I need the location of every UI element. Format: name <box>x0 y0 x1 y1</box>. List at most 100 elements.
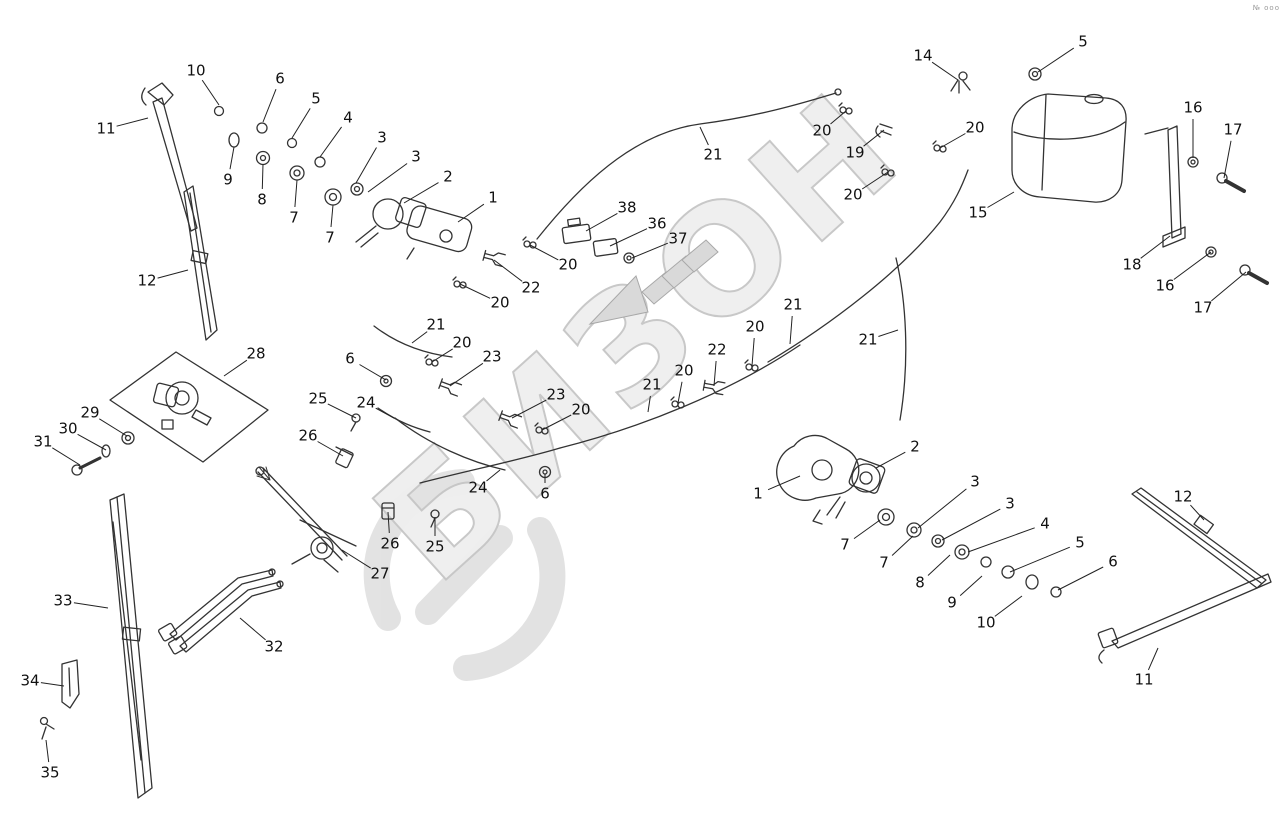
leader-line-5 <box>291 108 311 139</box>
leader-line-37 <box>631 242 668 259</box>
leader-line-27 <box>341 549 371 569</box>
leader-line-22 <box>493 259 523 282</box>
leader-line-2 <box>875 451 906 469</box>
leader-line-5 <box>1037 47 1075 73</box>
leader-line-21 <box>699 126 709 146</box>
part-hose-right-curved <box>767 169 969 363</box>
leader-line-35 <box>45 739 50 763</box>
part-bolt-17-bottom <box>1239 264 1269 285</box>
leader-line-3 <box>367 163 408 193</box>
leader-line-5 <box>1009 546 1070 573</box>
part-hose-right-vertical <box>895 257 907 421</box>
part-hose-top <box>536 88 842 240</box>
fastener-set-right <box>877 508 1062 598</box>
direction-arrow <box>588 239 719 325</box>
leader-line-22 <box>713 360 717 387</box>
leader-line-25 <box>327 403 357 419</box>
part-wiper-arm-right <box>1097 573 1272 664</box>
part-bolt-17-top <box>1216 172 1246 193</box>
part-washer-tank <box>1011 93 1127 203</box>
leader-line-8 <box>927 554 951 576</box>
leader-line-12 <box>1190 504 1205 521</box>
part-grommet-6-upper <box>379 374 393 388</box>
part-mounting-plate <box>109 351 269 463</box>
part-screw-35 <box>39 716 55 740</box>
leader-line-20 <box>939 133 966 149</box>
leader-lines <box>40 47 1247 763</box>
leader-line-7 <box>294 179 298 208</box>
leader-line-34 <box>40 682 65 687</box>
part-relay-36 <box>592 238 619 257</box>
leader-line-17 <box>1211 271 1247 302</box>
leader-line-23 <box>511 399 547 419</box>
watermark-text: БИЗОН <box>343 58 935 615</box>
leader-line-20 <box>751 337 755 367</box>
leader-line-9 <box>229 146 235 170</box>
leader-line-14 <box>931 61 959 81</box>
leader-line-23 <box>449 362 484 387</box>
leader-line-12 <box>157 269 189 279</box>
part-wiper-blade-left <box>183 185 218 341</box>
leader-line-7 <box>891 535 914 556</box>
part-wiper-motor-left <box>355 196 427 248</box>
leader-line-16 <box>1173 251 1212 280</box>
leader-line-10 <box>201 79 220 106</box>
leader-line-6 <box>262 89 277 123</box>
part-plate-screws <box>71 431 135 476</box>
leader-line-21 <box>647 395 651 413</box>
leader-line-20 <box>529 244 559 261</box>
leader-line-21 <box>878 329 899 337</box>
leader-line-20 <box>861 171 889 190</box>
part-screw-16-bottom <box>1205 246 1217 258</box>
part-wiper-blade-right <box>1131 487 1267 589</box>
part-bracket-34 <box>61 659 80 709</box>
part-wiper-arm-left <box>141 82 198 232</box>
leader-line-7 <box>330 204 334 228</box>
part-tank-cap <box>1028 67 1042 81</box>
corner-mark-text: № ооо <box>1252 4 1280 12</box>
leader-line-31 <box>52 447 81 466</box>
part-wiper-blade-large <box>109 493 153 799</box>
leader-line-4 <box>967 527 1035 553</box>
leader-line-2 <box>403 182 439 204</box>
fastener-set-left <box>213 105 364 206</box>
part-relay-38 <box>561 217 592 245</box>
part-hose-bottom <box>377 407 561 484</box>
part-screw-16-top <box>1187 156 1199 168</box>
leader-line-4 <box>319 126 343 158</box>
leader-line-21 <box>789 315 793 345</box>
leader-line-32 <box>239 617 266 641</box>
leader-line-30 <box>77 433 107 451</box>
part-mount-bracket-right <box>1144 125 1186 248</box>
part-washer-pump-left <box>152 381 212 430</box>
leader-line-1 <box>767 475 801 491</box>
leader-line-9 <box>959 575 983 596</box>
leader-line-28 <box>223 359 248 377</box>
part-bolt-37 <box>623 252 635 264</box>
leader-line-7 <box>853 519 881 540</box>
leader-line-6 <box>359 364 387 381</box>
leader-line-17 <box>1223 140 1232 179</box>
leader-line-18 <box>1140 235 1171 259</box>
part-hose-mid-left <box>373 325 453 358</box>
watermark-logo-icon <box>363 469 566 681</box>
leader-line-10 <box>994 595 1023 617</box>
leader-line-6 <box>1057 566 1104 591</box>
leader-line-24 <box>486 469 501 482</box>
leader-line-11 <box>1147 647 1159 671</box>
part-motor-bracket-left <box>406 205 473 260</box>
leader-line-26 <box>387 511 390 534</box>
leader-line-20 <box>830 110 847 125</box>
leader-line-3 <box>941 508 1001 541</box>
leader-line-11 <box>116 117 149 127</box>
part-bolt-25-upper <box>350 413 361 432</box>
leader-line-8 <box>261 163 264 190</box>
part-wiper-motor-right <box>776 434 886 525</box>
leader-line-38 <box>585 212 618 232</box>
leader-line-20 <box>677 381 683 404</box>
part-washer-nozzle <box>950 71 971 94</box>
leader-line-21 <box>411 331 428 344</box>
leader-line-1 <box>457 203 485 223</box>
part-wiper-arms-pair <box>158 568 284 655</box>
